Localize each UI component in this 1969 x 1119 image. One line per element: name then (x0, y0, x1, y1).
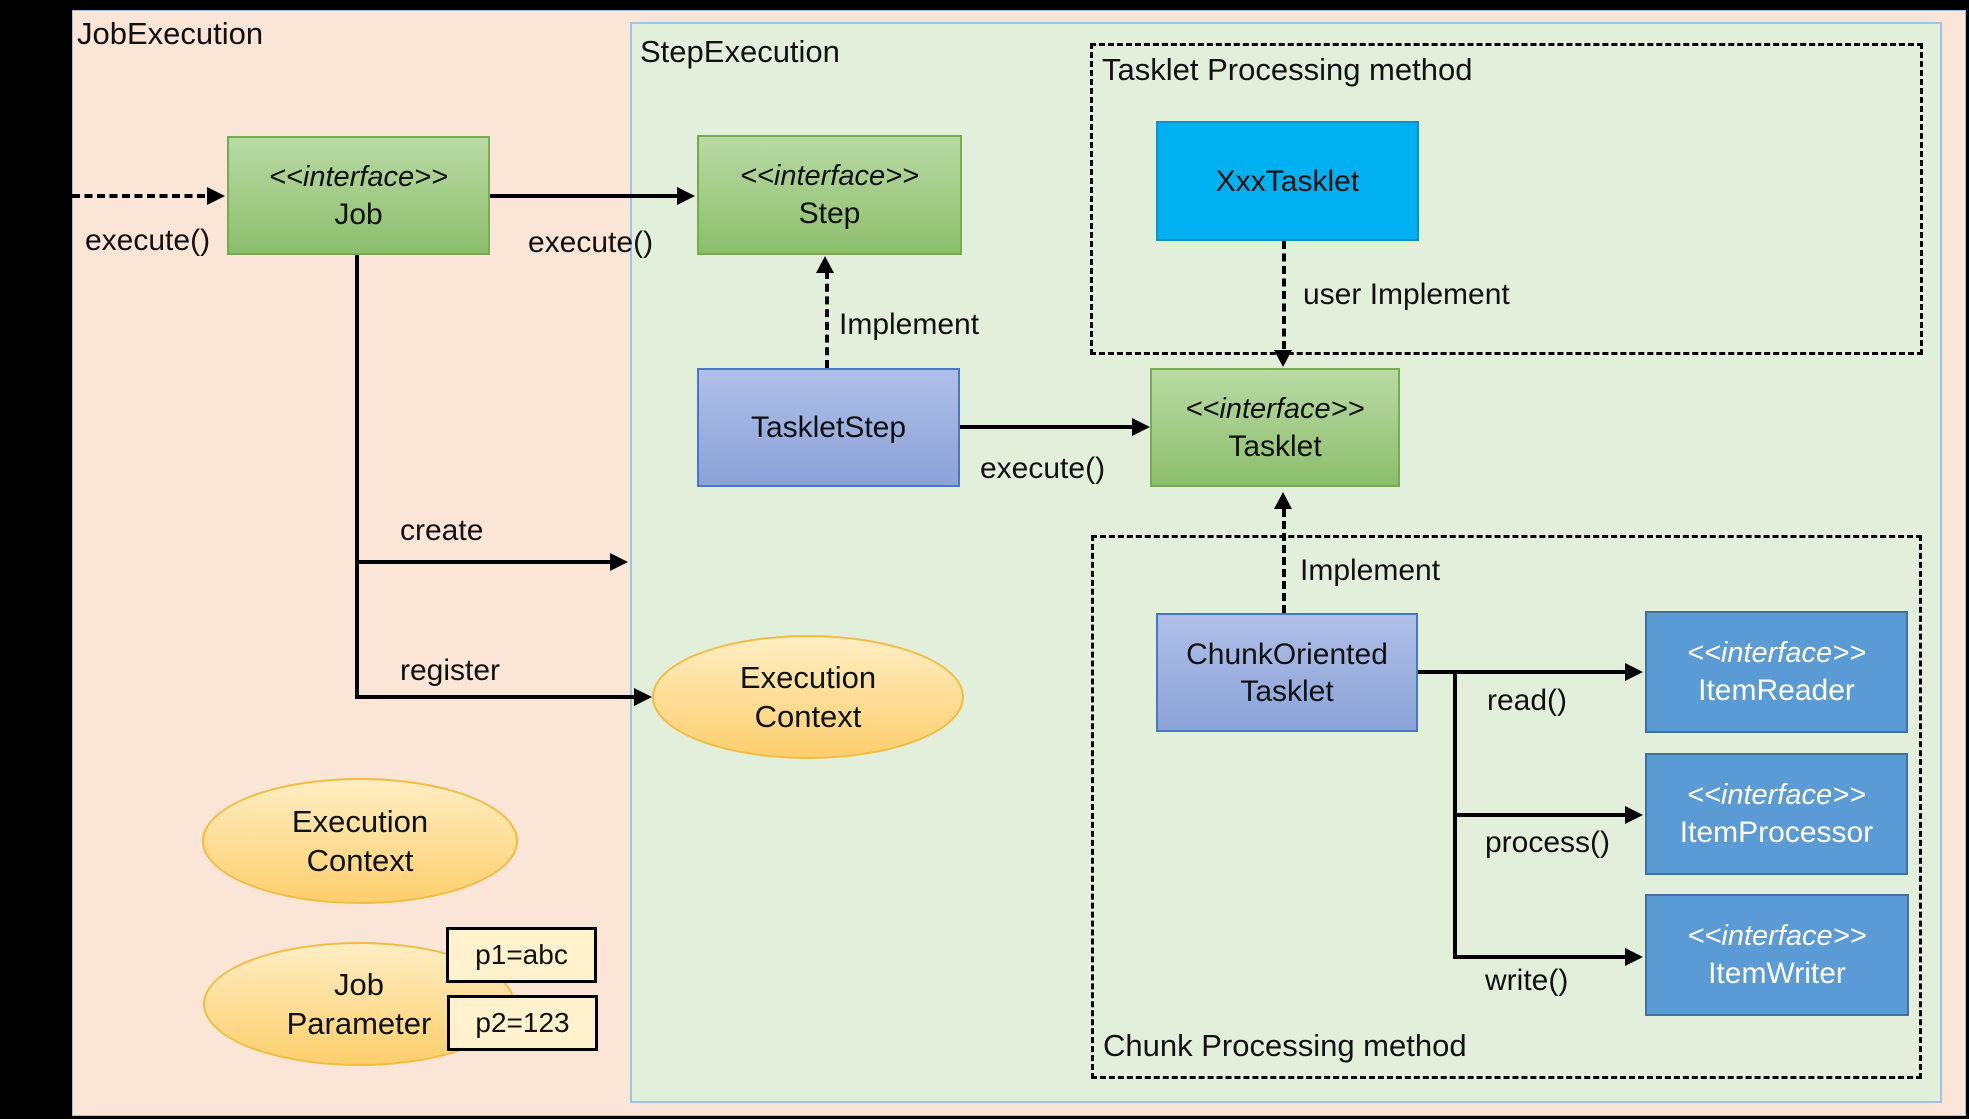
itemreader-node: <<interface>> ItemReader (1645, 611, 1908, 733)
execution-context-job-ellipse: Execution Context (202, 778, 518, 904)
read-edge (1418, 670, 1625, 674)
taskletstep-node: TaskletStep (697, 368, 960, 487)
tasklet-processing-group-title: Tasklet Processing method (1102, 52, 1473, 87)
execution-context-step-line2: Context (754, 699, 862, 734)
itemwriter-node: <<interface>> ItemWriter (1645, 894, 1909, 1016)
arrowhead-down-icon (1274, 350, 1292, 367)
chunkoriented-line2: Tasklet (1240, 674, 1334, 708)
taskletstep-implements-step-edge (825, 271, 829, 368)
job-name: Job (334, 197, 383, 231)
arrowhead-right-icon (1625, 663, 1643, 681)
user-implement-label: user Implement (1303, 278, 1510, 311)
arrowhead-up-icon (816, 256, 834, 273)
itemwriter-name: ItemWriter (1708, 957, 1846, 990)
arrowhead-right-icon (634, 688, 652, 706)
param1-value: p1=abc (475, 939, 568, 970)
execution-context-step-line1: Execution (739, 660, 877, 695)
chunk-processing-group (1091, 535, 1922, 1079)
write-label: write() (1485, 964, 1569, 997)
arrowhead-right-icon (1625, 948, 1643, 966)
chunk-processing-group-title: Chunk Processing method (1103, 1028, 1467, 1063)
job-to-step-execute-label: execute() (528, 226, 654, 259)
create-edge (355, 560, 610, 564)
xxxtasklet-user-implement-edge (1282, 241, 1286, 349)
implement-tasklet-label: Implement (1300, 554, 1441, 587)
param2-box: p2=123 (447, 995, 598, 1051)
xxxtasklet-name: XxxTasklet (1215, 164, 1360, 198)
arrowhead-right-icon (610, 553, 628, 571)
arrowhead-right-icon (207, 187, 225, 205)
itemprocessor-stereotype: <<interface>> (1687, 779, 1866, 811)
tasklet-node: <<interface>> Tasklet (1150, 368, 1400, 487)
chunkoriented-line1: ChunkOriented (1186, 637, 1388, 671)
xxxtasklet-node: XxxTasklet (1156, 121, 1419, 241)
chunktasklet-implements-tasklet-edge (1282, 509, 1286, 613)
itemreader-stereotype: <<interface>> (1687, 637, 1866, 669)
arrowhead-right-icon (1625, 806, 1643, 824)
taskletstep-to-tasklet-edge (960, 425, 1132, 429)
job-to-step-edge (490, 194, 678, 198)
execute-into-job-edge (72, 194, 205, 198)
execution-context-job-line1: Execution (291, 804, 429, 839)
job-execution-title: JobExecution (77, 16, 264, 51)
chunkoriented-tasklet-node: ChunkOriented Tasklet (1156, 613, 1418, 732)
implement-step-label: Implement (839, 308, 980, 341)
read-label: read() (1487, 684, 1568, 717)
taskletstep-name: TaskletStep (750, 411, 907, 444)
arrowhead-right-icon (1132, 418, 1150, 436)
job-node: <<interface>> Job (227, 136, 490, 255)
job-parameter-line1: Job (334, 967, 384, 1002)
job-branch-trunk (355, 255, 359, 699)
itemreader-name: ItemReader (1698, 674, 1855, 707)
step-name: Step (798, 197, 861, 230)
job-parameter-line2: Parameter (286, 1006, 432, 1041)
tasklet-processing-group (1090, 43, 1923, 355)
create-label: create (400, 514, 484, 547)
tasklet-stereotype: <<interface>> (1185, 392, 1365, 425)
register-label: register (400, 654, 501, 687)
job-stereotype: <<interface>> (269, 160, 448, 193)
execute-into-job-label: execute() (85, 224, 211, 257)
step-node: <<interface>> Step (697, 135, 962, 255)
write-edge (1453, 955, 1625, 959)
process-edge (1453, 813, 1625, 817)
arrowhead-right-icon (677, 187, 695, 205)
execution-context-step-ellipse: Execution Context (652, 635, 964, 759)
tasklet-name: Tasklet (1228, 429, 1322, 463)
step-stereotype: <<interface>> (740, 160, 919, 192)
arrowhead-up-icon (1274, 492, 1292, 509)
itemwriter-stereotype: <<interface>> (1687, 920, 1867, 952)
step-execution-title: StepExecution (640, 34, 840, 69)
execute-tasklet-label: execute() (980, 452, 1106, 485)
register-edge (355, 695, 634, 699)
param1-box: p1=abc (446, 927, 597, 983)
execution-context-job-line2: Context (306, 843, 414, 878)
param2-value: p2=123 (475, 1007, 570, 1038)
process-label: process() (1485, 826, 1611, 859)
itemprocessor-name: ItemProcessor (1679, 816, 1874, 849)
itemprocessor-node: <<interface>> ItemProcessor (1645, 753, 1908, 875)
